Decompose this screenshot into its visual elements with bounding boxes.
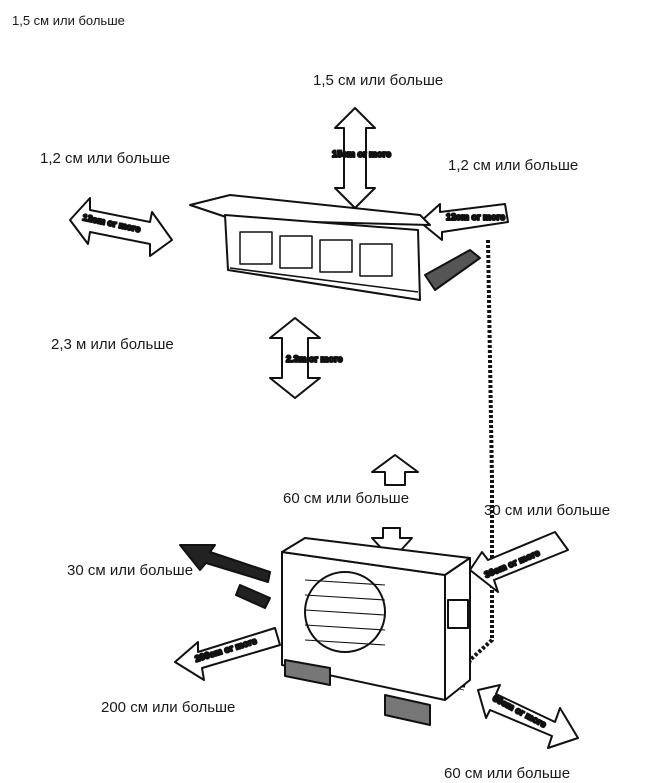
label-outdoor-left-clearance: 200 см или больше xyxy=(101,699,236,716)
pipe-connector xyxy=(424,249,481,291)
outdoor-left-arrow xyxy=(174,627,281,681)
outdoor-front-arrow xyxy=(477,684,579,749)
label-top-clearance: 1,5 см или больше xyxy=(313,72,444,89)
label-floor-clearance: 2,3 м или больше xyxy=(51,336,174,353)
outdoor-unit-foot-right xyxy=(384,694,431,726)
right-clearance-arrow xyxy=(419,203,509,241)
label-outdoor-back-clearance: 30 см или больше xyxy=(67,562,194,579)
floor-clearance-arrow xyxy=(269,317,321,399)
right-arrow-text: 12cm or more xyxy=(446,212,505,222)
outdoor-unit-foot-left xyxy=(284,659,331,686)
label-outdoor-front-clearance: 60 см или больше xyxy=(283,490,410,507)
outdoor-back-arrow xyxy=(179,544,271,583)
outdoor-right-arrow xyxy=(469,531,569,593)
outdoor-up-arrow xyxy=(371,454,419,486)
left-clearance-arrow xyxy=(69,197,173,257)
floor-arrow-text: 2.3m or more xyxy=(286,354,343,364)
header-caption: 1,5 см или больше xyxy=(12,13,125,28)
indoor-unit-body xyxy=(224,214,421,301)
top-arrow-text: 15cm or more xyxy=(332,149,391,159)
label-outdoor-bottom-clearance: 60 см или больше xyxy=(444,765,571,782)
label-right-indoor-clearance: 1,2 см или больше xyxy=(448,157,579,174)
label-outdoor-right-clearance: 30 см или больше xyxy=(484,502,611,519)
label-left-indoor-clearance: 1,2 см или больше xyxy=(40,150,171,167)
